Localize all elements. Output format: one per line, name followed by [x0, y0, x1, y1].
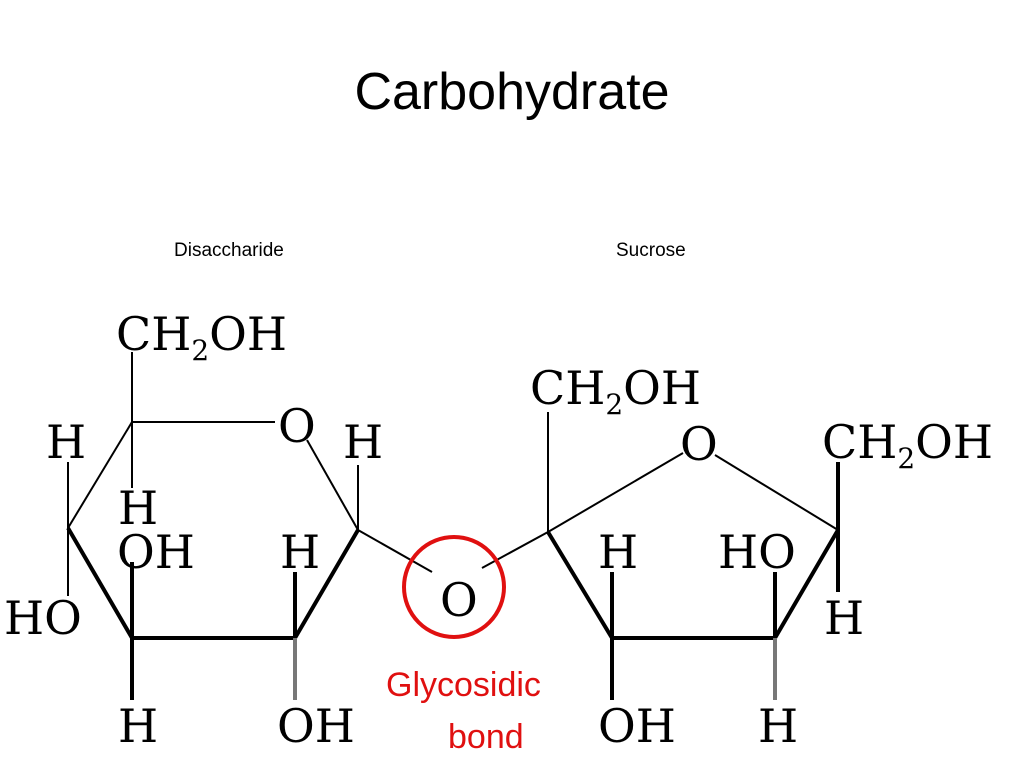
- glucose-c3-oh: OH: [117, 525, 195, 579]
- glucose-ring: [66, 421, 360, 640]
- fructose-ring-oxygen: O: [680, 417, 718, 471]
- page-title: Carbohydrate: [354, 63, 670, 121]
- fructose-c3-h: H: [598, 525, 638, 579]
- fructose-c3-oh-bottom: OH: [598, 699, 676, 753]
- glucose-c2-oh-bottom: OH: [277, 699, 355, 753]
- fructose-c5-h: H: [824, 591, 864, 645]
- caption-sucrose: Sucrose: [616, 240, 686, 261]
- glucose-ring-oxygen: O: [278, 399, 316, 453]
- fructose-c4-ho: HO: [718, 525, 796, 579]
- glucose-c3-h-bottom: H: [118, 699, 158, 753]
- glycosidic-oxygen: O: [440, 573, 478, 627]
- glycosidic-bond-circle: [402, 535, 506, 639]
- fructose-substituent-bonds: [481, 412, 840, 700]
- glucose-c5-h: H: [118, 481, 158, 535]
- glucose-c1-h: H: [343, 415, 383, 469]
- caption-disaccharide: Disaccharide: [174, 240, 284, 261]
- glucose-substituent-bonds: [67, 352, 433, 700]
- fructose-c4-h-bottom: H: [758, 699, 798, 753]
- glucose-ch2oh-label: CH2OH: [116, 307, 287, 367]
- glycosidic-label-line1: Glycosidic: [386, 666, 541, 704]
- glucose-c4-h-top: H: [46, 415, 86, 469]
- fructose-ch2oh-top-label: CH2OH: [530, 361, 701, 421]
- glucose-c2-h: H: [280, 525, 320, 579]
- fructose-ring: [546, 452, 840, 640]
- glycosidic-label-line2: bond: [448, 718, 524, 756]
- glucose-c4-ho: HO: [4, 591, 82, 645]
- fructose-ch2oh-right-label: CH2OH: [822, 415, 993, 475]
